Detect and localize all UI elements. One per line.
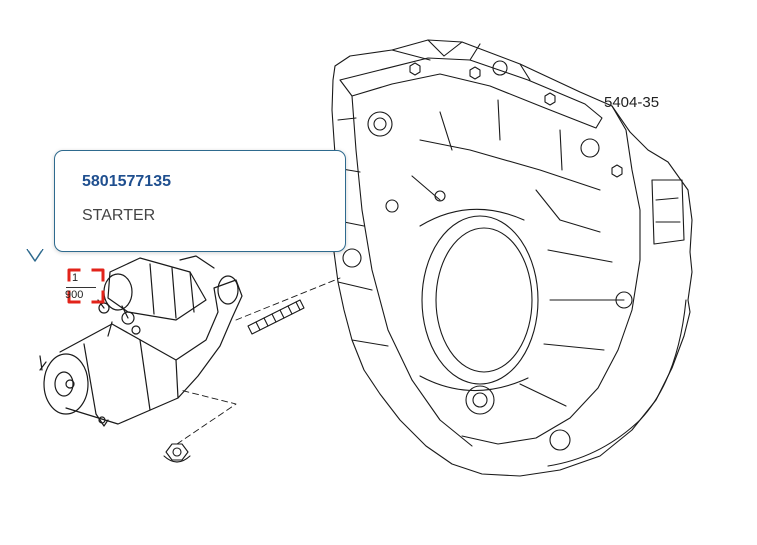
starter-terminal-b	[121, 311, 135, 325]
housing-boss-top-left	[367, 111, 393, 137]
housing-internal-ribs	[411, 99, 625, 407]
housing-boss-right	[615, 291, 633, 309]
callout-divider	[66, 287, 96, 288]
housing-boss-mid-left	[385, 199, 399, 213]
housing-top-edge	[391, 39, 531, 81]
housing-bell-inner	[435, 227, 533, 373]
stud-body	[247, 299, 305, 335]
mounting-stud[interactable]	[247, 299, 305, 335]
starter-lug-hole	[98, 416, 106, 424]
starter-motor[interactable]	[39, 255, 243, 427]
housing-bell-opening	[421, 215, 539, 385]
starter-solenoid	[107, 257, 207, 321]
starter-end-boss	[65, 379, 75, 389]
part-tooltip[interactable]: 5801577135 STARTER	[54, 150, 346, 252]
flange-nut[interactable]	[163, 443, 191, 463]
stud-thread	[255, 301, 301, 331]
callout-quantity: 900	[65, 289, 84, 301]
housing-boss-top-right	[580, 138, 600, 158]
starter-body	[59, 323, 179, 425]
assembly-line-nut	[176, 389, 237, 445]
starter-end-cap-inner	[54, 371, 74, 397]
starter-solenoid-bands	[149, 263, 195, 319]
starter-body-ridges	[39, 339, 151, 415]
housing-bell-collar	[419, 208, 529, 392]
starter-end-cap	[43, 353, 89, 415]
highlight-bracket-icon	[67, 268, 105, 304]
housing-lower-right-arc	[547, 299, 687, 467]
housing-right-boss	[651, 179, 685, 245]
housing-left-ribs	[333, 117, 389, 347]
starter-drive-housing	[175, 279, 243, 399]
housing-boss-top-left-inner	[373, 117, 387, 131]
part-name-label: STARTER	[82, 207, 156, 224]
housing-flange-bolts	[409, 62, 623, 178]
starter-pinion-nose	[217, 275, 239, 305]
callout-index: 1	[72, 272, 79, 284]
part-callout[interactable]: 1 900	[65, 267, 106, 303]
housing-boss-left	[342, 248, 362, 268]
assembly-lines	[176, 277, 341, 445]
nut-bore	[172, 447, 182, 457]
nut-flange	[163, 455, 191, 463]
housing-boss-bottom	[549, 429, 571, 451]
housing-left-wall	[351, 95, 473, 447]
housing-top-flange	[339, 57, 603, 129]
diagram-reference-code: 5404-35	[604, 94, 660, 111]
housing-boss-lower	[465, 385, 495, 415]
callout-marker	[67, 268, 105, 304]
assembly-line-stud	[235, 277, 341, 321]
flywheel-housing[interactable]	[331, 39, 693, 477]
part-number-link[interactable]: 5801577135	[82, 173, 171, 190]
housing-boss-mid	[434, 190, 446, 202]
starter-mounting-lug	[95, 255, 215, 427]
starter-terminal-c	[131, 325, 141, 335]
nut-hex	[165, 443, 189, 461]
housing-boss-top	[492, 60, 508, 76]
housing-boss-lower-inner	[472, 392, 488, 408]
housing-right-wall	[461, 105, 641, 445]
